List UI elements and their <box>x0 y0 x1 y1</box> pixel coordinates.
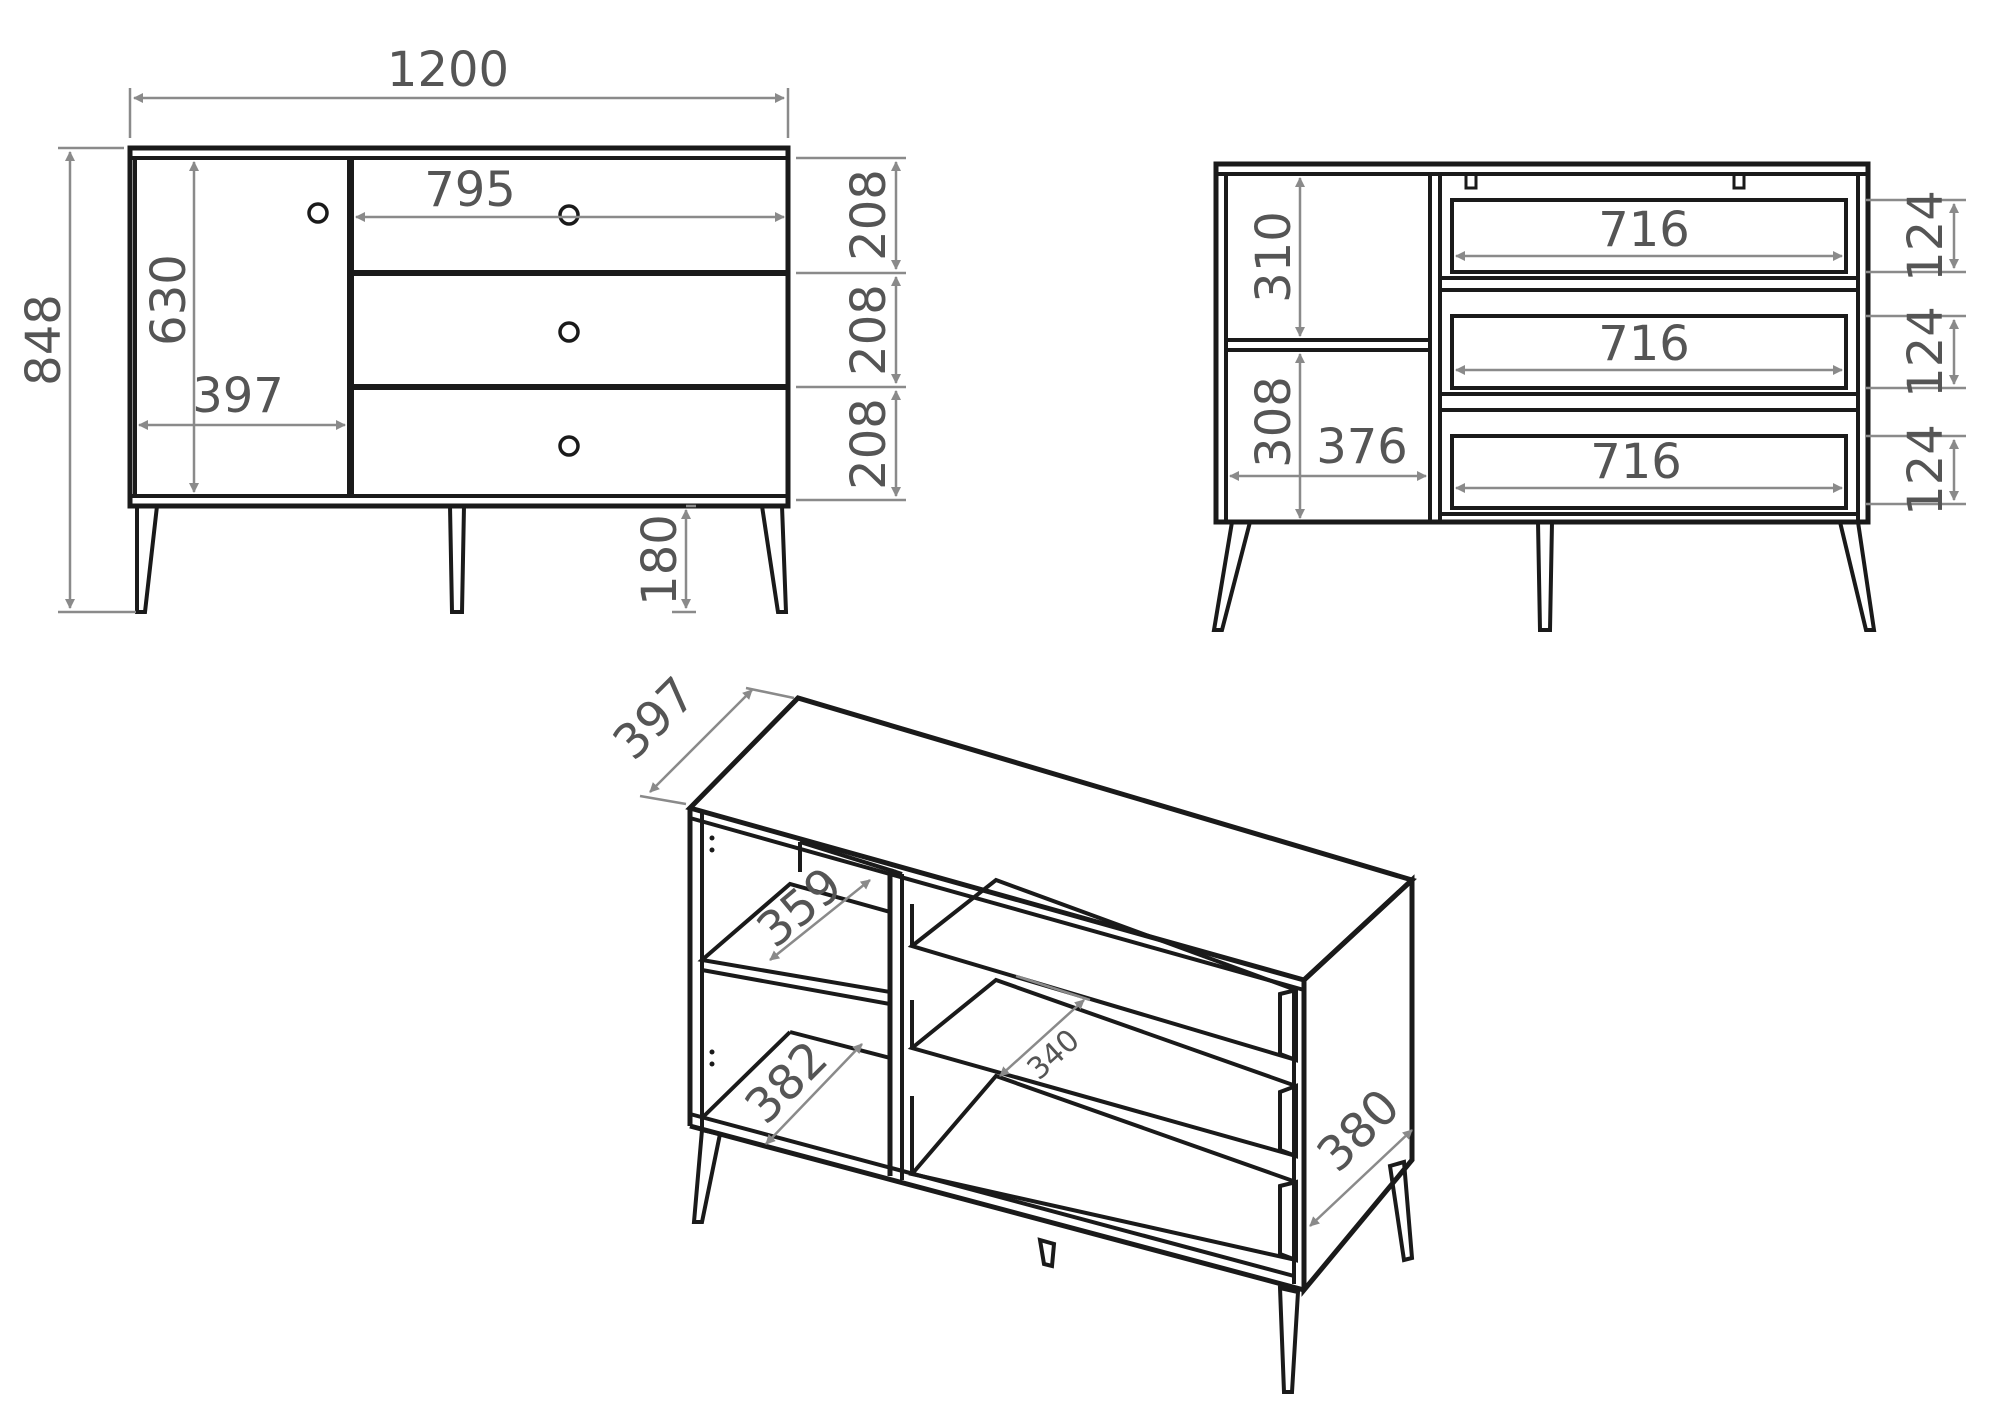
drawer-3-inner-height-label: 124 <box>1898 424 1954 516</box>
front-leg-left <box>135 504 160 614</box>
open-drawer-2-box <box>1450 314 1848 390</box>
persp-leg-back-middle <box>1037 1237 1057 1269</box>
drawer-1-front <box>1278 987 1298 1063</box>
perspective-view: 397 359 382 340 380 <box>602 666 1417 1394</box>
drawer-1-3d <box>907 877 1298 1063</box>
drawer-3-inner-width-label: 716 <box>1590 434 1682 490</box>
door-knob <box>307 202 329 224</box>
lower-shelf-depth-dimension-line <box>765 1043 863 1145</box>
door-width-label: 397 <box>192 368 284 424</box>
open-carcass <box>1213 161 1871 525</box>
ext-line <box>1015 974 1091 1002</box>
drawer-2-knob <box>558 321 580 343</box>
persp-leg-front-right <box>1277 1285 1301 1394</box>
open-leg-left <box>1211 520 1253 632</box>
open-drawer-2-frame <box>1438 288 1860 396</box>
drawer-2-3d <box>907 977 1298 1159</box>
bottom-front-edge <box>689 1123 1305 1293</box>
persp-leg-front-left <box>691 1127 723 1224</box>
drawer-width-label: 795 <box>424 162 516 218</box>
upper-shelf-depth-label: 359 <box>747 857 853 959</box>
drawer-depth-dimension-line <box>999 999 1085 1077</box>
height-label: 848 <box>16 294 72 386</box>
cabinet-shelf <box>1224 338 1432 352</box>
leg-height-label: 180 <box>632 514 688 606</box>
lower-shelf-height-label: 308 <box>1246 376 1302 468</box>
right-side-panel-3d <box>1301 874 1415 1297</box>
hinge-icon <box>1464 172 1478 190</box>
door-height-label: 630 <box>141 254 197 346</box>
open-leg-right <box>1837 520 1877 632</box>
upper-shelf-height-label: 310 <box>1246 211 1302 303</box>
front-drawer-3 <box>350 386 790 498</box>
hinge-icon <box>1732 172 1746 190</box>
drawer-3-height-label: 208 <box>841 398 897 490</box>
depth-label: 397 <box>602 666 706 770</box>
bottom-inner-edge <box>689 1112 1295 1278</box>
open-drawer-3-frame <box>1438 408 1860 516</box>
left-back-top <box>799 840 897 874</box>
upper-shelf-depth-dimension-line <box>769 879 871 961</box>
front-door <box>133 156 351 498</box>
drawer-1-inner-width-label: 716 <box>1598 202 1690 258</box>
drawer-depth-label: 340 <box>1021 1023 1087 1087</box>
divider-top <box>889 868 903 876</box>
front-leg-right <box>759 504 789 614</box>
depth-dimension-line <box>649 689 753 793</box>
left-shelf-front <box>701 968 891 1006</box>
ext-line <box>745 686 795 700</box>
front-leg-middle <box>447 504 467 614</box>
dowel-dot <box>709 835 715 841</box>
shelf-width-label: 376 <box>1316 419 1408 475</box>
drawer-1-knob <box>558 204 580 226</box>
open-drawer-1-box <box>1450 198 1848 274</box>
drawer-1-inner-height-label: 124 <box>1898 190 1954 282</box>
drawer-2-front <box>1278 1083 1298 1159</box>
dowel-dot <box>709 1061 715 1067</box>
side-depth-dimension-line <box>1309 1129 1413 1227</box>
open-front-view: 310 308 376 716 716 716 124 124 124 <box>1211 161 1966 632</box>
drawer-2-height-label: 208 <box>841 284 897 376</box>
dowel-dot <box>709 1049 715 1055</box>
top-front-edge <box>689 816 1305 992</box>
dowel-dot <box>709 847 715 853</box>
width-label: 1200 <box>387 42 509 98</box>
drawer-2-inner-height-label: 124 <box>1898 306 1954 398</box>
open-drawer-1-frame <box>1438 172 1860 280</box>
front-view: 1200 848 630 397 795 208 208 208 180 <box>16 42 906 614</box>
ext-line <box>639 794 687 806</box>
open-leg-middle <box>1535 520 1555 632</box>
drawer-1-height-label: 208 <box>841 169 897 261</box>
drawer-3-knob <box>558 435 580 457</box>
side-depth-label: 380 <box>1306 1078 1410 1182</box>
open-drawer-3-box <box>1450 434 1848 510</box>
lower-shelf-depth-label: 382 <box>734 1030 838 1134</box>
drawer-3-front <box>1278 1179 1298 1263</box>
drawer-2-inner-width-label: 716 <box>1598 316 1690 372</box>
